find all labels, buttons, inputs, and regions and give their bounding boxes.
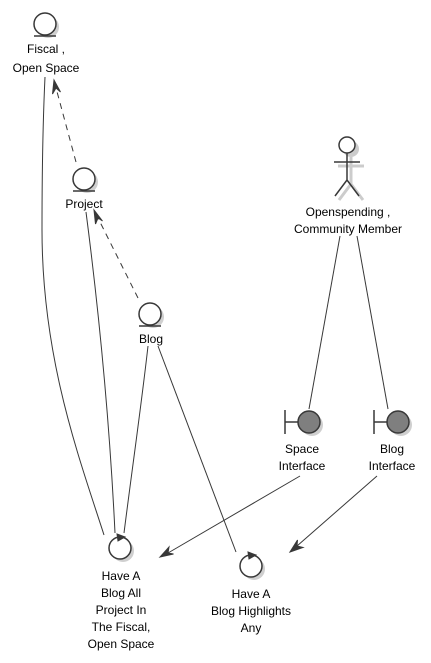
- control-all-label-line-3: Project In: [96, 603, 147, 617]
- space-interface-label-line-2: Interface: [279, 459, 326, 473]
- control-highlights-label-line-1: Have A: [232, 587, 271, 601]
- blog-interface-label-line-1: Blog: [380, 442, 404, 456]
- entity-icon: [138, 302, 164, 328]
- blog-label: Blog: [139, 332, 163, 346]
- arrowhead-blog-interface-to-control-highlights: [288, 539, 305, 553]
- control-icon: [108, 533, 134, 562]
- control-icon: [239, 551, 265, 580]
- project-label: Project: [65, 197, 103, 211]
- arrowhead-space-interface-to-control-all: [158, 545, 174, 558]
- control-highlights-label-line-2: Blog Highlights: [211, 604, 291, 618]
- fiscal-open-space-entity[interactable]: Fiscal , Open Space: [13, 12, 80, 75]
- space-interface-boundary[interactable]: Space Interface: [279, 410, 326, 473]
- edge-blog-to-control-highlights: [157, 345, 237, 553]
- control-all-label-line-1: Have A: [102, 569, 141, 583]
- edge-blog-interface-to-control-highlights: [296, 475, 378, 547]
- space-interface-label-line-1: Space: [285, 442, 319, 456]
- edge-blog-to-project: [97, 217, 139, 299]
- control-highlights-label-line-3: Any: [241, 621, 262, 635]
- edge-fiscal-to-control-all: [41, 76, 105, 536]
- fiscal-label-line-1: Fiscal ,: [27, 42, 65, 56]
- control-all-label-line-5: Open Space: [88, 637, 155, 651]
- edge-member-to-blog-interface: [356, 235, 389, 410]
- member-label-line-2: Community Member: [294, 222, 402, 236]
- edge-project-to-control-all: [85, 211, 116, 534]
- boundary-icon: [373, 410, 412, 436]
- edge-blog-to-control-all: [123, 345, 149, 534]
- have-a-blog-highlights-control[interactable]: Have A Blog Highlights Any: [211, 551, 291, 635]
- edge-member-to-space-interface: [308, 235, 341, 410]
- control-all-label-line-2: Blog All: [101, 586, 141, 600]
- edge-project-to-fiscal: [55, 87, 77, 163]
- entity-icon: [72, 167, 98, 193]
- openspending-community-member-actor[interactable]: Openspending , Community Member: [294, 136, 402, 236]
- blog-entity[interactable]: Blog: [138, 302, 164, 346]
- entity-icon: [33, 12, 59, 38]
- blog-interface-label-line-2: Interface: [369, 459, 416, 473]
- boundary-icon: [284, 410, 323, 436]
- fiscal-label-line-2: Open Space: [13, 61, 80, 75]
- arrowhead-project-to-fiscal: [52, 78, 61, 95]
- control-all-label-line-4: The Fiscal,: [92, 620, 151, 634]
- actor-icon: [334, 136, 365, 201]
- have-a-blog-all-control[interactable]: Have A Blog All Project In The Fiscal, O…: [88, 533, 155, 651]
- project-entity[interactable]: Project: [65, 167, 103, 211]
- blog-interface-boundary[interactable]: Blog Interface: [369, 410, 416, 473]
- edge-space-interface-to-control-all: [167, 475, 301, 554]
- member-label-line-1: Openspending ,: [306, 205, 391, 219]
- arrowhead-blog-to-project: [93, 208, 103, 225]
